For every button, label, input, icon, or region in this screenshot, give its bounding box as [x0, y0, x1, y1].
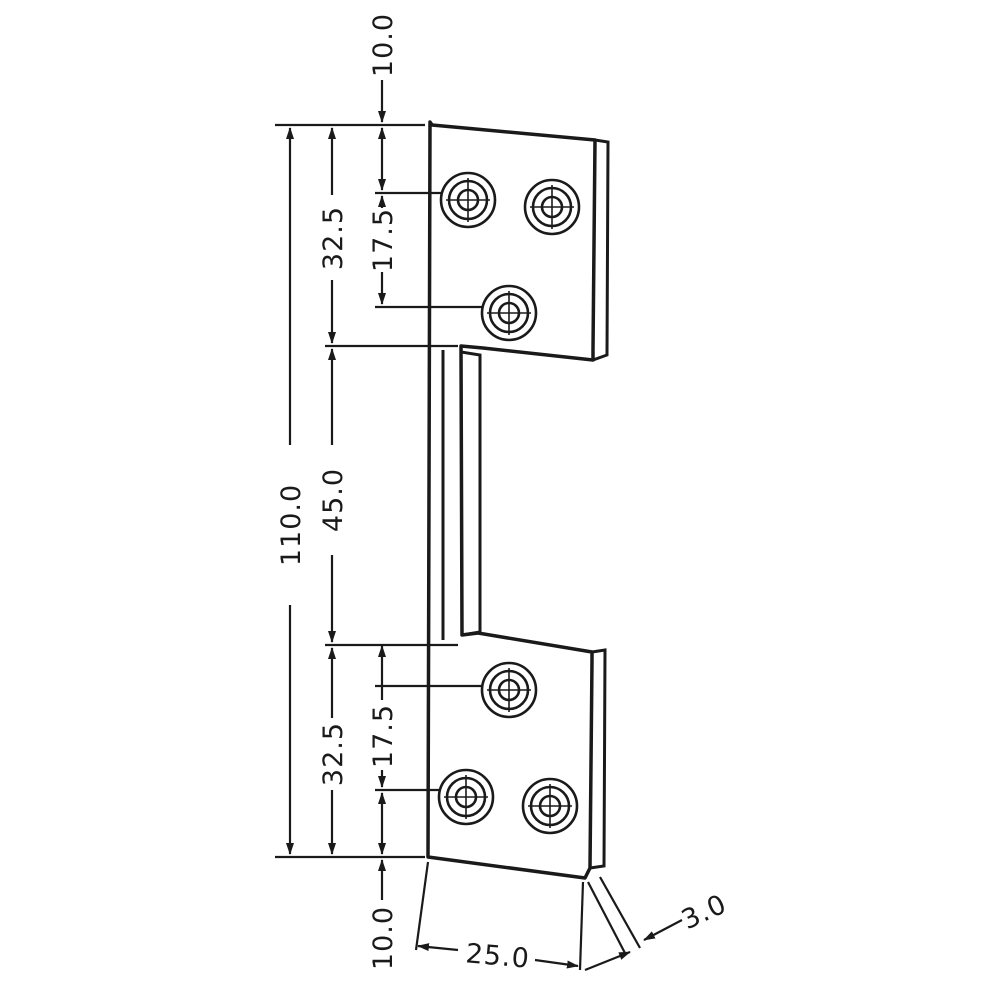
label-bottom-edge-to-hole: 10.0: [368, 906, 399, 970]
label-top-hole-spacing: 17.5: [368, 208, 399, 272]
hole-top-left: [439, 171, 497, 229]
top-plate-side-face: [592, 138, 610, 362]
strike-plate-body: [426, 120, 610, 880]
label-top-edge-to-hole: 10.0: [368, 13, 399, 77]
label-thickness: 3.0: [677, 889, 732, 937]
label-bottom-plate-height: 32.5: [318, 722, 349, 786]
label-top-plate-height: 32.5: [318, 206, 349, 270]
plate-outline: [426, 120, 597, 880]
label-overall-height: 110.0: [276, 484, 307, 566]
bottom-plate-side-face: [589, 648, 607, 870]
dimension-lines: [286, 80, 683, 972]
hole-top-center: [480, 284, 538, 342]
hole-bottom-center: [480, 661, 538, 719]
hole-bottom-right: [521, 777, 579, 835]
mounting-holes: [437, 171, 581, 835]
neck-side-face: [459, 346, 482, 637]
label-plate-width: 25.0: [464, 938, 531, 974]
label-neck-length: 45.0: [318, 468, 349, 532]
hole-top-right: [523, 178, 581, 236]
hole-bottom-left: [437, 768, 495, 826]
label-bottom-hole-spacing: 17.5: [368, 704, 399, 768]
extension-lines: [275, 123, 641, 971]
